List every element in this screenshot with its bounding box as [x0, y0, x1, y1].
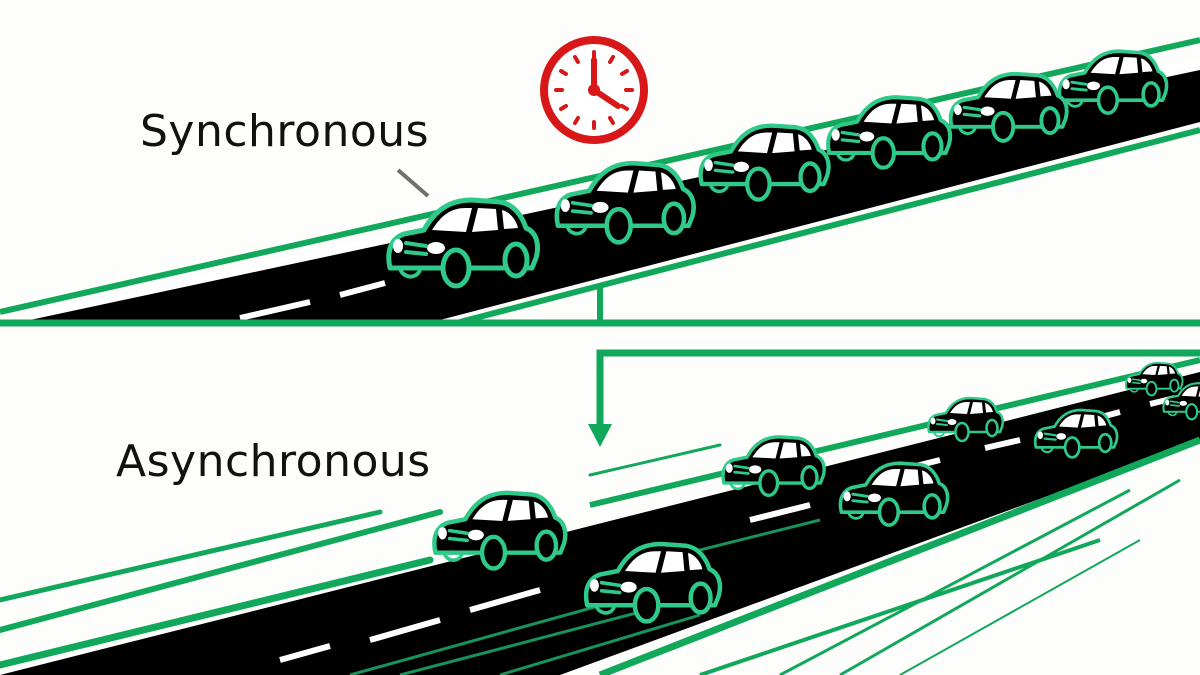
async-label: Asynchronous: [116, 436, 431, 487]
flow-arrow: [588, 349, 1200, 447]
label-pointer: [396, 168, 430, 198]
clock-icon: [540, 36, 648, 144]
sync-label: Synchronous: [140, 106, 430, 157]
async-road: [0, 357, 1200, 675]
